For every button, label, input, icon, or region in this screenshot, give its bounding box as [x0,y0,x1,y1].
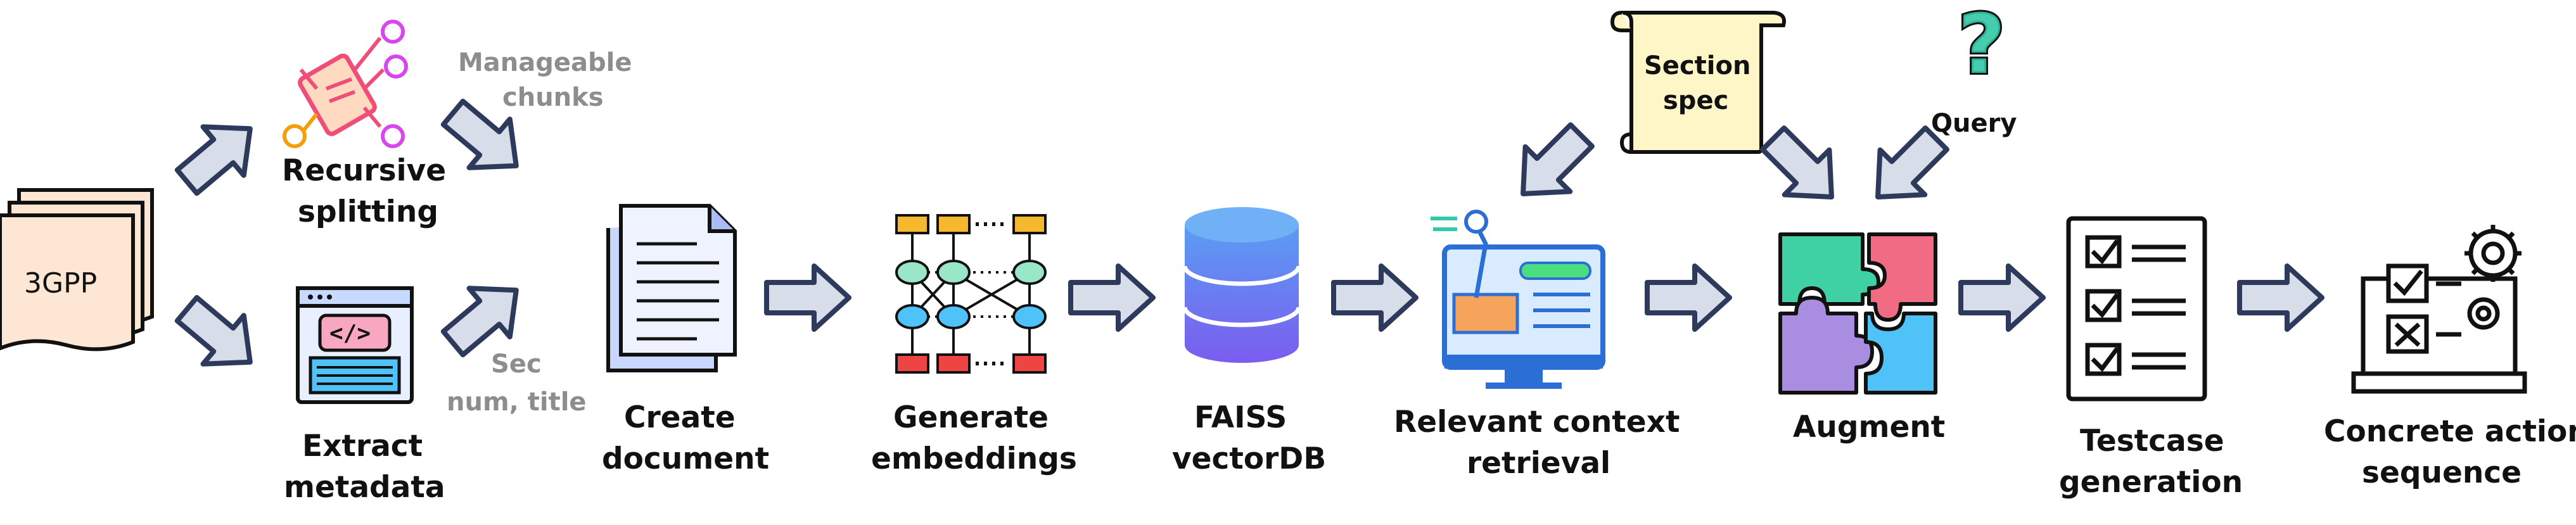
arrow-to-action [2240,266,2322,329]
svg-text:?: ? [1958,0,2005,92]
create-label-line2: document [602,441,769,476]
split-icon [283,20,408,148]
meta-label-line1: Sec [491,350,542,379]
arrow-to-metadata [167,285,271,386]
puzzle-icon [1778,232,1937,395]
chunks-label-line2: chunks [502,83,604,112]
testcase-label-line2: generation [2059,465,2243,500]
embeddings-label-line1: Generate [893,400,1049,435]
checklist-gear-icon [2351,225,2527,394]
augment-label: Augment [1793,410,1945,445]
database-icon [1182,207,1301,363]
svg-text:</>: </> [329,320,371,346]
question-icon: ? ? [1956,0,2007,94]
copy-icon [606,204,737,372]
testcase-label-line1: Testcase [2080,424,2224,459]
section-spec-line2: spec [1663,86,1728,115]
svg-text:?: ? [1958,0,2005,92]
chunks-label-line1: Manageable [458,48,632,77]
source-label: 3GPP [24,267,97,300]
arrow-to-embeddings [767,266,849,329]
recursive-label-line2: splitting [298,194,438,229]
arrow-to-db [1071,266,1153,329]
extract-label-line2: metadata [284,470,445,505]
documents-icon [0,188,154,351]
recursive-label-line1: Recursive [282,153,446,188]
db-label-line1: FAISS [1194,400,1287,435]
embeddings-label-line2: embeddings [871,441,1077,476]
meta-label-line2: num, title [447,388,587,417]
arrow-to-augment [1647,266,1730,329]
action-label-line1: Concrete action [2324,414,2576,449]
arrow-to-splitting [167,104,271,206]
arrow-spec-to-augment [1751,117,1854,220]
scroll-icon [1610,11,1786,154]
create-label-line1: Create [624,400,736,435]
query-label: Query [1931,109,2017,138]
db-label-line2: vectorDB [1172,441,1326,476]
action-label-line2: sequence [2362,455,2522,490]
monitor-icon [1431,210,1605,389]
code-window-icon: </> [296,286,414,404]
retrieval-label-line1: Relevant context [1394,405,1680,440]
arrow-spec-to-retrieval [1501,113,1604,217]
extract-label-line1: Extract [302,429,423,464]
arrow-to-retrieval [1334,266,1416,329]
neural-network-icon [895,214,1047,374]
retrieval-label-line2: retrieval [1467,446,1610,481]
checklist-icon [2066,216,2207,402]
arrow-to-testcase [1961,266,2043,329]
section-spec-line1: Section [1644,51,1750,80]
